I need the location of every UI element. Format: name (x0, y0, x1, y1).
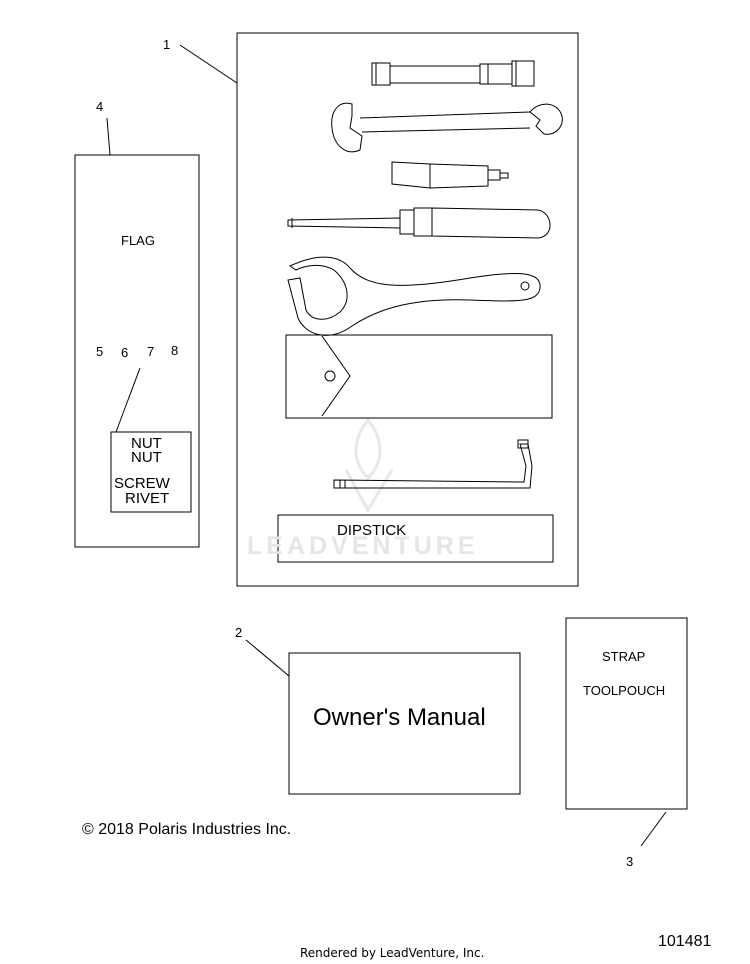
callout-5: 5 (96, 344, 104, 359)
flag-box (74, 154, 200, 548)
dipstick-label: DIPSTICK (337, 522, 407, 539)
hardware-box (110, 431, 192, 513)
screwdriver-handle (391, 161, 509, 189)
leader-2 (245, 639, 290, 677)
toolkit-box (236, 32, 579, 587)
watermark-text: LEADVENTURE (247, 532, 479, 560)
diagram-id: 101481 (658, 933, 712, 950)
callout-7: 7 (147, 344, 155, 359)
hex-key (333, 439, 533, 489)
dipstick-box (277, 514, 554, 563)
leader-hardware (115, 367, 141, 433)
screwdriver (287, 207, 551, 239)
footer: Rendered by LeadVenture, Inc. (300, 946, 485, 960)
socket-tool (371, 60, 535, 87)
leader-1 (179, 44, 238, 84)
callout-4: 4 (96, 99, 104, 114)
leader-3 (640, 811, 667, 847)
manual-label: Owner's Manual (313, 704, 486, 731)
hardware-item-rivet: RIVET (125, 490, 170, 507)
copyright: © 2018 Polaris Industries Inc. (82, 821, 292, 838)
manual-box (288, 652, 521, 795)
leader-4 (106, 117, 111, 156)
spreader-tool (285, 334, 553, 419)
callout-6: 6 (121, 345, 129, 360)
callout-8: 8 (171, 343, 179, 358)
spanner-hook (287, 256, 541, 336)
flag-label: FLAG (121, 233, 155, 248)
pouch-label-strap: STRAP (602, 649, 646, 664)
pouch-label-toolpouch: TOOLPOUCH (583, 683, 666, 698)
callout-2: 2 (235, 625, 243, 640)
watermark-logo (344, 417, 394, 514)
wrench (331, 102, 563, 153)
callout-1: 1 (163, 37, 171, 52)
pouch-box (565, 617, 688, 810)
hardware-item-nut-2: NUT (131, 449, 162, 466)
callout-3: 3 (626, 854, 634, 869)
hardware-item-nut-1: NUT (131, 435, 162, 452)
hardware-item-screw: SCREW (114, 475, 170, 492)
